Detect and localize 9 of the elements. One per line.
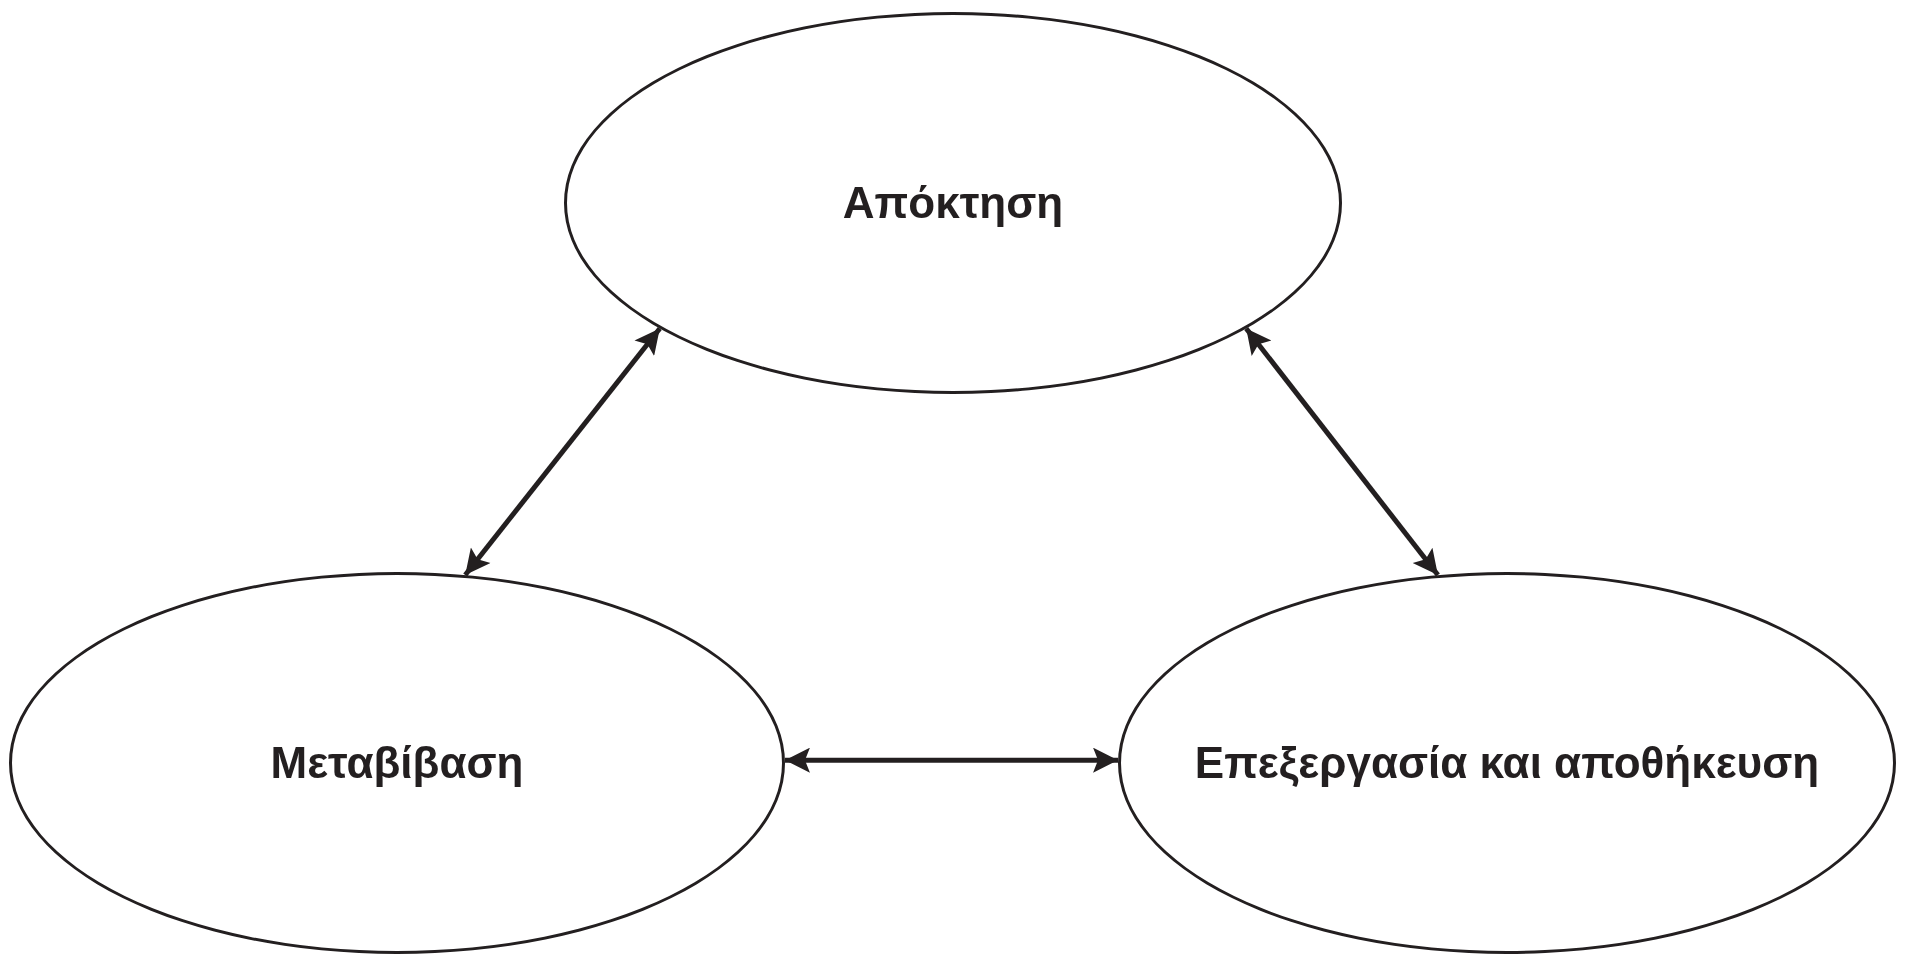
ellipse: [9, 572, 785, 954]
ellipse: [564, 12, 1342, 394]
double-arrow: [463, 326, 662, 577]
node-label: Απόκτηση: [842, 178, 1064, 228]
node-label: Μεταβίβαση: [270, 738, 524, 788]
double-arrow: [784, 747, 1119, 773]
node-label: Επεξεργασία και αποθήκευση: [1194, 738, 1820, 788]
ellipse: [1118, 572, 1896, 954]
double-arrow: [1244, 327, 1440, 577]
